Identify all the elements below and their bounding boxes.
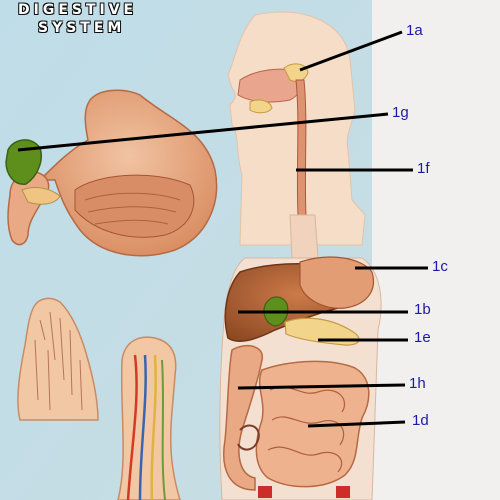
right-panel-background bbox=[372, 0, 500, 500]
leader-line-1h bbox=[237, 383, 406, 390]
leader-line-1a bbox=[299, 30, 403, 72]
vessel-model bbox=[117, 336, 181, 500]
vessel-red bbox=[126, 354, 138, 500]
large-intestine bbox=[223, 344, 263, 491]
vessel-yellow bbox=[150, 354, 157, 500]
title-line-1: DIGESTIVE bbox=[18, 2, 138, 18]
pancreas-small bbox=[21, 187, 61, 205]
label-1f: 1f bbox=[417, 160, 430, 177]
label-1h: 1h bbox=[409, 375, 426, 392]
rectum-marker-left bbox=[258, 486, 272, 498]
vessel-blue bbox=[138, 354, 147, 500]
title-line-2: SYSTEM bbox=[38, 20, 126, 36]
leader-line-1d bbox=[307, 420, 406, 428]
vessel-green bbox=[161, 359, 166, 500]
salivary-glands bbox=[249, 63, 309, 114]
label-1a: 1a bbox=[406, 22, 423, 39]
stomach-torso bbox=[299, 256, 374, 309]
leader-line-1g bbox=[17, 112, 389, 152]
stomach-rugae bbox=[84, 192, 181, 225]
head-profile bbox=[227, 11, 366, 246]
label-1b: 1b bbox=[414, 301, 431, 318]
esophagus bbox=[295, 79, 307, 216]
rectum-marker-right bbox=[336, 486, 350, 498]
gallbladder-small bbox=[5, 139, 42, 185]
small-intestine bbox=[255, 360, 370, 488]
appendix-coil bbox=[237, 424, 260, 451]
label-1d: 1d bbox=[412, 412, 429, 429]
label-1g: 1g bbox=[392, 104, 409, 121]
label-1e: 1e bbox=[414, 329, 431, 346]
villus-texture bbox=[34, 311, 83, 411]
label-1c: 1c bbox=[432, 258, 448, 275]
neck-connector bbox=[289, 214, 319, 259]
